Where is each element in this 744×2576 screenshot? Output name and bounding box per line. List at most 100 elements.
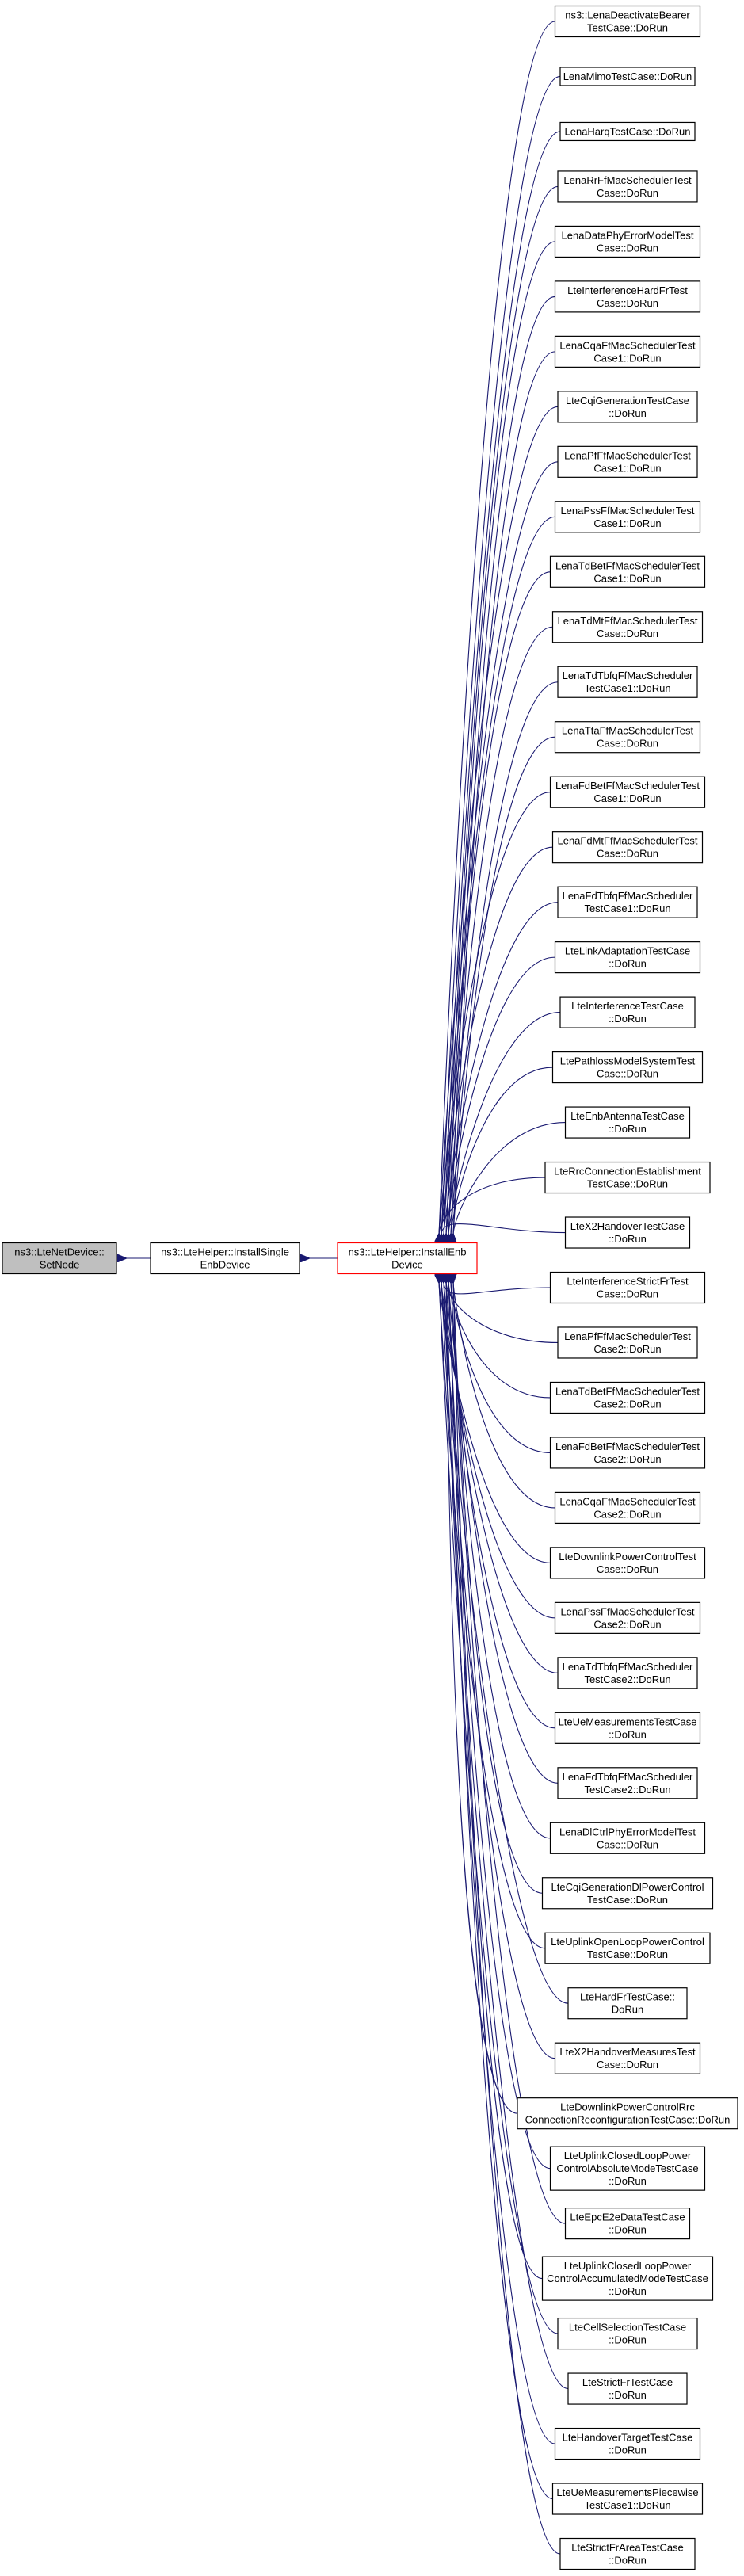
caller-node-6-box xyxy=(554,280,701,313)
edge-caller-32 xyxy=(446,1283,555,1729)
caller-node-40[interactable]: LteUplinkClosedLoopPowerControlAbsoluteM… xyxy=(549,2146,706,2191)
caller-node-31-label-line: TestCase2::DoRun xyxy=(584,1673,670,1685)
caller-node-19[interactable]: LteInterferenceTestCase::DoRun xyxy=(559,996,696,1028)
caller-node-47-box xyxy=(559,2537,696,2570)
edge-caller-46 xyxy=(446,1283,553,2500)
caller-node-35-label-line: LteCqiGenerationDlPowerControl xyxy=(551,1881,704,1893)
edge-caller-37 xyxy=(441,1283,569,2004)
caller-node-34-label-line: Case::DoRun xyxy=(597,1838,658,1850)
root-node-lte-net-device-set-node[interactable]: ns3::LteNetDevice::SetNode xyxy=(2,1242,117,1275)
hub-node-install-enb-device-label-line: ns3::LteHelper::InstallEnb xyxy=(349,1246,467,1258)
caller-node-5-label-line: LenaDataPhyErrorModelTest xyxy=(562,229,694,241)
caller-node-35-label-line: TestCase::DoRun xyxy=(587,1894,668,1906)
caller-node-43[interactable]: LteCellSelectionTestCase::DoRun xyxy=(557,2317,698,2350)
caller-node-47-label-line: ::DoRun xyxy=(609,2555,647,2566)
caller-node-47[interactable]: LteStrictFrAreaTestCase::DoRun xyxy=(559,2537,696,2570)
caller-node-42-label-line: ControlAccumulatedModeTestCase xyxy=(547,2273,708,2284)
caller-node-7-label-line: Case1::DoRun xyxy=(593,352,661,364)
edge-caller-2 xyxy=(441,75,561,1234)
caller-node-5-label-line: Case::DoRun xyxy=(597,242,658,254)
edge-caller-22 xyxy=(439,1177,546,1234)
caller-node-40-label-line: LteUplinkClosedLoopPower xyxy=(564,2150,692,2162)
caller-node-22[interactable]: LteRrcConnectionEstablishmentTestCase::D… xyxy=(544,1161,711,1194)
edge-caller-29 xyxy=(439,1283,551,1563)
caller-node-2-box xyxy=(559,67,696,86)
caller-node-9-label-line: LenaPfFfMacSchedulerTest xyxy=(564,449,691,461)
caller-node-38-label-line: LteX2HandoverMeasuresTest xyxy=(559,2046,696,2058)
caller-node-42[interactable]: LteUplinkClosedLoopPowerControlAccumulat… xyxy=(541,2256,714,2301)
caller-node-41[interactable]: LteEpcE2eDataTestCase::DoRun xyxy=(564,2208,691,2240)
caller-node-35[interactable]: LteCqiGenerationDlPowerControlTestCase::… xyxy=(541,1877,714,1910)
caller-node-18-box xyxy=(554,941,701,974)
caller-node-41-label-line: ::DoRun xyxy=(609,2224,647,2236)
caller-node-32[interactable]: LteUeMeasurementsTestCase::DoRun xyxy=(554,1712,701,1744)
caller-node-36-label-line: TestCase::DoRun xyxy=(587,1948,668,1960)
caller-node-37[interactable]: LteHardFrTestCase::DoRun xyxy=(567,1987,688,2020)
edge-caller-44 xyxy=(441,1283,569,2390)
caller-node-44[interactable]: LteStrictFrTestCase::DoRun xyxy=(567,2372,688,2405)
edge-caller-45 xyxy=(444,1283,555,2444)
edge-caller-17 xyxy=(444,902,559,1235)
caller-node-46[interactable]: LteUeMeasurementsPiecewiseTestCase1::DoR… xyxy=(551,2483,704,2515)
caller-node-19-label-line: LteInterferenceTestCase xyxy=(571,1000,684,1012)
edge-caller-20 xyxy=(451,1067,553,1234)
caller-node-16-label-line: Case::DoRun xyxy=(597,848,658,860)
caller-node-24-box xyxy=(549,1271,706,1304)
caller-node-23[interactable]: LteX2HandoverTestCase::DoRun xyxy=(564,1216,691,1249)
caller-node-18[interactable]: LteLinkAdaptationTestCase::DoRun xyxy=(554,941,701,974)
caller-node-26-label-line: Case2::DoRun xyxy=(593,1398,661,1410)
caller-node-21[interactable]: LteEnbAntennaTestCase::DoRun xyxy=(564,1106,691,1139)
caller-node-2[interactable]: LenaMimoTestCase::DoRun xyxy=(559,67,696,86)
caller-node-38-box xyxy=(554,2042,701,2074)
caller-node-19-label-line: ::DoRun xyxy=(609,1013,647,1025)
caller-node-43-label-line: LteCellSelectionTestCase xyxy=(569,2322,686,2334)
caller-node-22-box xyxy=(544,1161,711,1194)
caller-node-36[interactable]: LteUplinkOpenLoopPowerControlTestCase::D… xyxy=(544,1932,711,1964)
caller-node-20-label-line: Case::DoRun xyxy=(597,1068,658,1080)
caller-node-21-label-line: LteEnbAntennaTestCase xyxy=(570,1110,685,1122)
caller-node-45-label-line: ::DoRun xyxy=(609,2444,647,2456)
edge-caller-24 xyxy=(444,1283,551,1295)
edge-caller-26 xyxy=(448,1283,551,1399)
caller-node-39[interactable]: LteDownlinkPowerControlRrcConnectionReco… xyxy=(517,2097,738,2130)
edge-caller-30 xyxy=(441,1283,555,1619)
caller-node-11-box xyxy=(549,555,706,588)
caller-node-8[interactable]: LteCqiGenerationTestCase::DoRun xyxy=(557,391,698,423)
caller-node-40-box xyxy=(549,2146,706,2191)
root-node-lte-net-device-set-node-label-line: ns3::LteNetDevice:: xyxy=(14,1246,104,1258)
caller-node-25-box xyxy=(557,1326,698,1359)
caller-node-35-box xyxy=(541,1877,714,1910)
edge-caller-23 xyxy=(441,1223,566,1235)
caller-node-3[interactable]: LenaHarqTestCase::DoRun xyxy=(559,121,696,142)
caller-node-28-label-line: Case2::DoRun xyxy=(593,1508,661,1520)
caller-node-45[interactable]: LteHandoverTargetTestCase::DoRun xyxy=(554,2427,701,2460)
